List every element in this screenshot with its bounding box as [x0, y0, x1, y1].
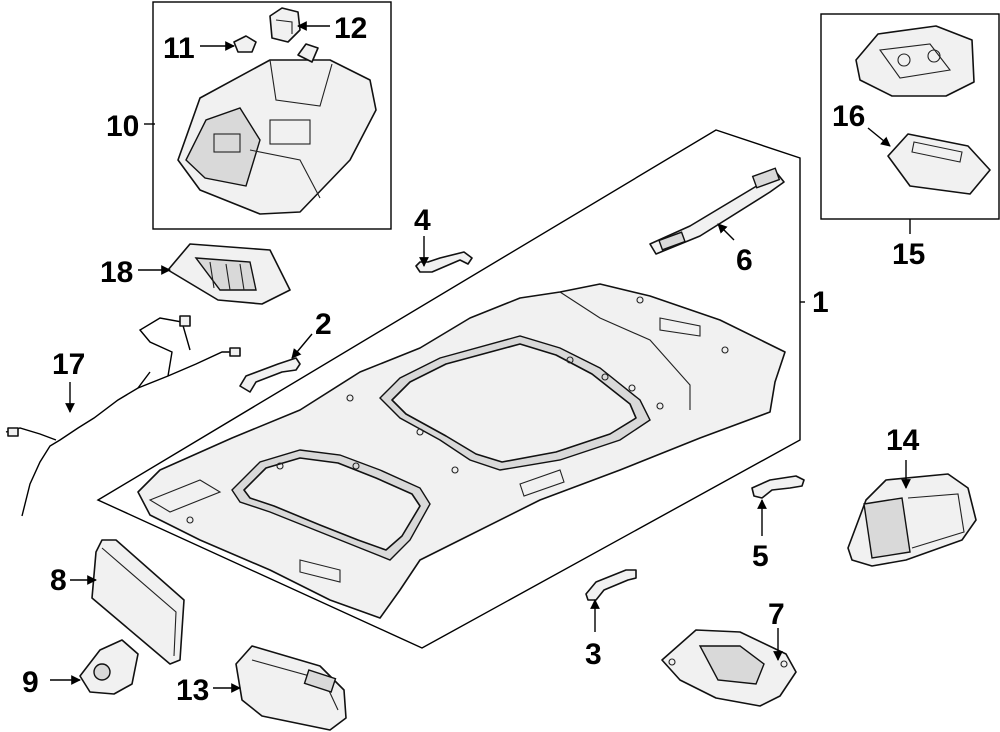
callout-6: 6 — [736, 244, 753, 277]
callout-11: 11 — [163, 32, 195, 65]
callout-7: 7 — [768, 598, 785, 631]
console-switch-connector[interactable] — [269, 7, 301, 43]
callout-13: 13 — [176, 674, 209, 707]
assist-grip-3[interactable] — [585, 569, 637, 601]
sunglass-holder[interactable] — [235, 645, 347, 731]
headliner-panel[interactable] — [137, 283, 786, 619]
callout-labels: 1 2 3 4 5 6 7 8 9 10 11 12 13 14 15 16 1… — [22, 12, 925, 707]
sun-visor[interactable] — [91, 539, 185, 665]
overhead-console[interactable] — [177, 43, 377, 215]
callout-4: 4 — [414, 204, 431, 237]
callout-3: 3 — [585, 638, 602, 671]
callout-8: 8 — [50, 564, 67, 597]
callout-10: 10 — [106, 110, 139, 143]
console-clip[interactable] — [233, 35, 257, 53]
headliner-bracket[interactable] — [649, 167, 785, 255]
callout-12: 12 — [334, 12, 367, 45]
callout-5: 5 — [752, 540, 769, 573]
callout-14: 14 — [886, 424, 920, 457]
callout-1: 1 — [812, 286, 829, 319]
headliner-group-outline — [96, 129, 801, 649]
assist-grip-2[interactable] — [239, 357, 301, 393]
map-lamp-housing[interactable] — [855, 25, 975, 97]
callout-18: 18 — [100, 256, 133, 289]
overhead-console-group-box — [152, 1, 392, 230]
leader-lines — [50, 21, 911, 693]
interior-lamp[interactable] — [847, 473, 977, 567]
callout-9: 9 — [22, 666, 39, 699]
callout-15: 15 — [892, 238, 925, 271]
callout-17: 17 — [52, 348, 85, 381]
visor-holder[interactable] — [79, 639, 139, 695]
assist-grip-5[interactable] — [751, 475, 805, 499]
wiring-harness[interactable] — [5, 315, 241, 517]
callout-2: 2 — [315, 308, 332, 341]
map-lamp-lens[interactable] — [887, 133, 991, 195]
room-lamp[interactable] — [661, 629, 797, 707]
callout-16: 16 — [832, 100, 865, 133]
dome-lamp[interactable] — [167, 243, 291, 305]
